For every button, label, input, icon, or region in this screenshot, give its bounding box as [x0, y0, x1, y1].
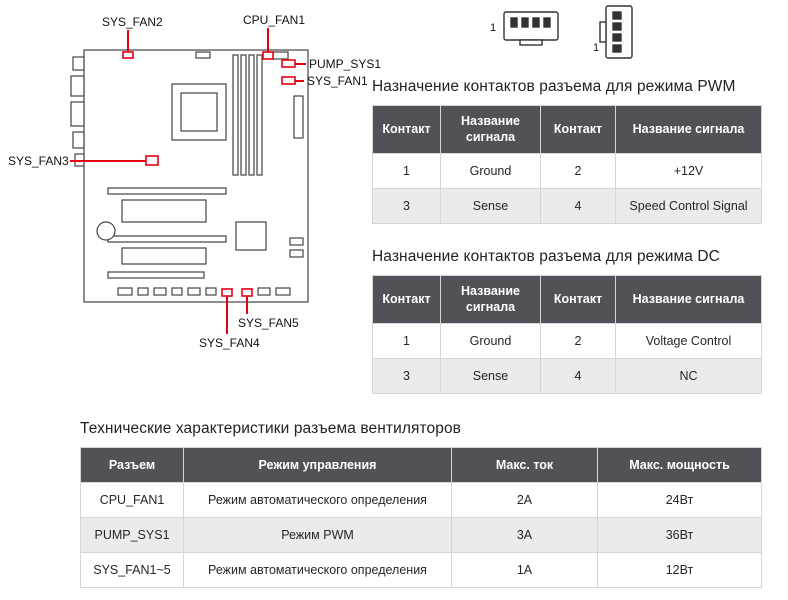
- table-cell: CPU_FAN1: [80, 482, 184, 519]
- table-cell: Voltage Control: [615, 322, 762, 359]
- cpu-socket: [171, 83, 227, 141]
- fan-label-sys-fan5: SYS_FAN5: [238, 316, 299, 330]
- spec-table: Разъем Режим управления Макс. ток Макс. …: [80, 446, 762, 589]
- table-cell: 1: [372, 152, 441, 189]
- table-row: 1 Ground 2 +12V: [372, 152, 762, 189]
- connector-icon-vertical: [599, 5, 633, 59]
- spec-header-current: Макс. ток: [451, 446, 598, 484]
- table-cell: 3A: [451, 517, 598, 554]
- table-cell: Режим автоматического определения: [183, 482, 452, 519]
- board-outline: [70, 49, 309, 303]
- table-cell: 24Вт: [597, 482, 762, 519]
- fan-label-sys-fan1: SYS_FAN1: [307, 74, 368, 88]
- pwm-section: Назначение контактов разъема для режима …: [372, 78, 762, 224]
- table-cell: 4: [540, 357, 616, 394]
- table-row: 3 Sense 4 NC: [372, 357, 762, 394]
- fan-label-sys-fan2: SYS_FAN2: [102, 15, 163, 29]
- table-cell: +12V: [615, 152, 762, 189]
- table-cell: 2: [540, 152, 616, 189]
- pwm-table: Контакт Название сигнала Контакт Названи…: [372, 105, 762, 224]
- table-cell: 12Вт: [597, 552, 762, 589]
- dc-header-signal-2: Название сигнала: [615, 275, 762, 324]
- spec-header-row: Разъем Режим управления Макс. ток Макс. …: [80, 446, 762, 484]
- table-cell: 36Вт: [597, 517, 762, 554]
- pwm-header-pin-2: Контакт: [540, 105, 616, 154]
- dc-header-signal-1: Название сигнала: [440, 275, 541, 324]
- table-row: SYS_FAN1~5 Режим автоматического определ…: [80, 552, 762, 589]
- callout-lines: [70, 28, 306, 334]
- fan-label-cpu-fan1: CPU_FAN1: [243, 13, 306, 27]
- table-cell: 2A: [451, 482, 598, 519]
- dc-table-title: Назначение контактов разъема для режима …: [372, 248, 720, 265]
- dc-header-pin-1: Контакт: [372, 275, 441, 324]
- pin1-marker-horizontal: 1: [490, 22, 497, 34]
- fan-label-sys-fan3: SYS_FAN3: [8, 154, 69, 168]
- table-cell: Sense: [440, 357, 541, 394]
- pwm-header-signal-1: Название сигнала: [440, 105, 541, 154]
- table-cell: 1: [372, 322, 441, 359]
- table-cell: 2: [540, 322, 616, 359]
- table-cell: 3: [372, 357, 441, 394]
- table-cell: 3: [372, 187, 441, 224]
- table-cell: 4: [540, 187, 616, 224]
- connector-pin-icons: [503, 5, 633, 59]
- pwm-header-row: Контакт Название сигнала Контакт Названи…: [372, 105, 762, 154]
- table-cell: PUMP_SYS1: [80, 517, 184, 554]
- pwm-header-signal-2: Название сигнала: [615, 105, 762, 154]
- table-row: 3 Sense 4 Speed Control Signal: [372, 187, 762, 224]
- table-cell: 1A: [451, 552, 598, 589]
- spec-header-power: Макс. мощность: [597, 446, 762, 484]
- spec-header-connector: Разъем: [80, 446, 184, 484]
- connector-icon-horizontal: [503, 11, 559, 46]
- spec-section: Технические характеристики разъема венти…: [80, 420, 762, 589]
- pwm-header-pin-1: Контакт: [372, 105, 441, 154]
- pwm-table-title: Назначение контактов разъема для режима …: [372, 78, 736, 95]
- dc-section: Назначение контактов разъема для режима …: [372, 248, 762, 394]
- table-cell: SYS_FAN1~5: [80, 552, 184, 589]
- table-cell: Режим автоматического определения: [183, 552, 452, 589]
- table-row: CPU_FAN1 Режим автоматического определен…: [80, 482, 762, 519]
- motherboard-diagram: [70, 28, 309, 334]
- dc-header-pin-2: Контакт: [540, 275, 616, 324]
- table-cell: Ground: [440, 152, 541, 189]
- fan-label-sys-fan4: SYS_FAN4: [199, 336, 260, 350]
- fan-label-pump-sys1: PUMP_SYS1: [309, 57, 382, 71]
- ram-slots: [232, 54, 263, 176]
- dc-header-row: Контакт Название сигнала Контакт Названи…: [372, 275, 762, 324]
- highlighted-fan-headers: [122, 51, 296, 297]
- spec-table-title: Технические характеристики разъема венти…: [80, 420, 462, 437]
- table-cell: Ground: [440, 322, 541, 359]
- table-cell: Режим PWM: [183, 517, 452, 554]
- spec-header-mode: Режим управления: [183, 446, 452, 484]
- table-cell: NC: [615, 357, 762, 394]
- dc-table: Контакт Название сигнала Контакт Названи…: [372, 275, 762, 394]
- table-cell: Speed Control Signal: [615, 187, 762, 224]
- table-row: PUMP_SYS1 Режим PWM 3A 36Вт: [80, 517, 762, 554]
- pin1-marker-vertical: 1: [593, 42, 600, 54]
- table-row: 1 Ground 2 Voltage Control: [372, 322, 762, 359]
- table-cell: Sense: [440, 187, 541, 224]
